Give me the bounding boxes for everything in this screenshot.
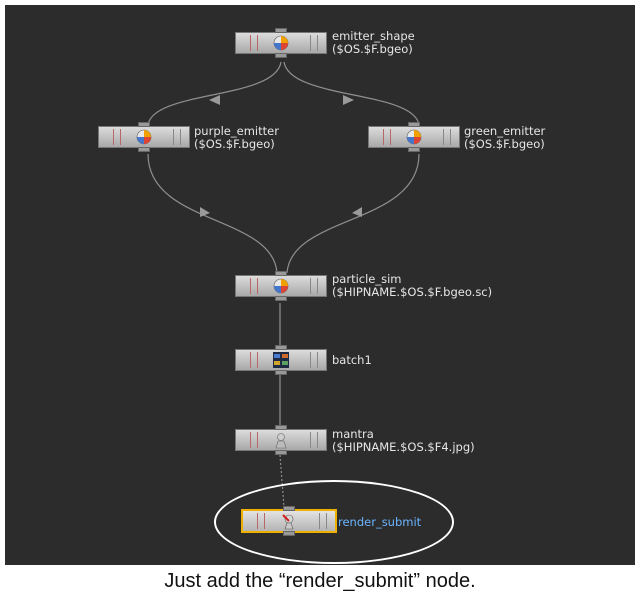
node-name: emitter_shape [332, 29, 415, 43]
input-port[interactable] [408, 122, 420, 127]
geometry-rop-icon [273, 35, 289, 51]
node-label-mantra: mantra ($HIPNAME.$OS.$F4.jpg) [332, 428, 475, 454]
node-batch1[interactable] [235, 345, 327, 375]
highlight-ellipse [214, 480, 454, 564]
connection-wires [147, 61, 420, 508]
output-port[interactable] [138, 147, 150, 152]
display-flag[interactable] [310, 278, 318, 294]
wire-arrow [200, 207, 210, 217]
node-emitter-shape[interactable] [235, 28, 327, 58]
bypass-flag[interactable] [383, 129, 391, 145]
node-name: green_emitter [464, 124, 546, 138]
node-label-emitter-shape: emitter_shape ($OS.$F.bgeo) [332, 30, 415, 56]
display-flag[interactable] [443, 129, 451, 145]
node-purple-emitter[interactable] [98, 122, 190, 152]
node-output-path: ($HIPNAME.$OS.$F4.jpg) [332, 440, 475, 454]
node-output-path: ($HIPNAME.$OS.$F.bgeo.sc) [332, 285, 493, 299]
input-port[interactable] [275, 345, 287, 350]
output-port[interactable] [275, 450, 287, 455]
node-output-path: ($OS.$F.bgeo) [194, 137, 275, 151]
bypass-flag[interactable] [250, 432, 258, 448]
node-mantra[interactable] [235, 425, 327, 455]
wire-arrow [343, 95, 354, 105]
display-flag[interactable] [310, 35, 318, 51]
batch-icon [273, 352, 289, 368]
wire-emitter-to-green [283, 61, 420, 126]
output-port[interactable] [408, 147, 420, 152]
display-flag[interactable] [310, 352, 318, 368]
node-name: batch1 [332, 353, 372, 367]
mantra-icon [275, 433, 287, 449]
node-output-path: ($OS.$F.bgeo) [332, 42, 413, 56]
output-port[interactable] [275, 53, 287, 58]
wire-arrow [352, 207, 362, 217]
node-green-emitter[interactable] [368, 122, 460, 152]
instruction-caption: Just add the “render_submit” node. [164, 570, 476, 592]
wire-purple-to-sim [147, 153, 278, 274]
wire-arrow [209, 95, 220, 105]
bypass-flag[interactable] [113, 129, 121, 145]
bypass-flag[interactable] [250, 35, 258, 51]
node-label-green-emitter: green_emitter ($OS.$F.bgeo) [464, 125, 545, 151]
node-label-purple-emitter: purple_emitter ($OS.$F.bgeo) [194, 125, 279, 151]
bypass-flag[interactable] [250, 352, 258, 368]
bypass-flag[interactable] [250, 278, 258, 294]
output-port[interactable] [275, 296, 287, 301]
geometry-rop-icon [273, 278, 289, 294]
network-editor[interactable]: emitter_shape ($OS.$F.bgeo) purple_emitt… [5, 5, 635, 565]
input-port[interactable] [275, 425, 287, 430]
input-port[interactable] [138, 122, 150, 127]
node-label-particle-sim: particle_sim ($HIPNAME.$OS.$F.bgeo.sc) [332, 273, 492, 299]
wire-green-to-sim [286, 153, 420, 274]
output-port[interactable] [275, 370, 287, 375]
display-flag[interactable] [310, 432, 318, 448]
node-name: purple_emitter [194, 124, 279, 138]
display-flag[interactable] [173, 129, 181, 145]
geometry-rop-icon [406, 129, 422, 145]
node-output-path: ($OS.$F.bgeo) [464, 137, 545, 151]
geometry-rop-icon [136, 129, 152, 145]
input-port[interactable] [275, 271, 287, 276]
node-name: mantra [332, 427, 374, 441]
node-particle-sim[interactable] [235, 271, 327, 301]
wire-mantra-to-submit [279, 454, 285, 508]
wire-emitter-to-purple [147, 61, 282, 126]
input-port[interactable] [275, 28, 287, 33]
node-name: particle_sim [332, 272, 402, 286]
node-label-batch1: batch1 [332, 354, 372, 367]
